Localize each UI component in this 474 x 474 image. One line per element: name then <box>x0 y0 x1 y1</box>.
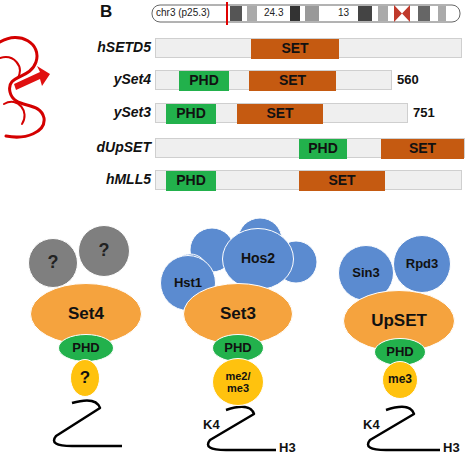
complex-subunit: Rpd3 <box>393 235 451 293</box>
node-label: Set4 <box>68 305 104 324</box>
band-label: chr3 (p25.3) <box>156 7 210 18</box>
node-label: SET <box>279 73 306 88</box>
node-label: me3 <box>388 373 412 386</box>
node-label: Sin3 <box>352 266 379 280</box>
residue-label: K4 <box>203 417 220 432</box>
protein-name: ySet3 <box>114 105 151 120</box>
histone-tail <box>54 400 440 450</box>
complex-subunit <box>172 218 317 290</box>
set-domain: SET <box>249 71 336 91</box>
shape-fill <box>29 239 78 288</box>
residue-label: K4 <box>363 417 380 432</box>
phd-domain: PHD <box>166 104 216 124</box>
node-label: SET <box>328 173 355 188</box>
complex-subunit: Hos2 <box>222 228 294 290</box>
protein-name: hSETD5 <box>97 40 151 55</box>
panel-letter: B <box>100 2 112 22</box>
set-domain: SET <box>381 139 464 159</box>
node-label: PHD <box>189 73 219 88</box>
protein-bar: hMLL5PHDSET <box>155 170 462 190</box>
node-label: SET <box>266 106 293 121</box>
node-label: PHD <box>308 141 338 156</box>
shape-fill <box>394 236 451 293</box>
phd-finger: PHD <box>58 334 114 362</box>
protein-name: dUpSET <box>97 140 151 155</box>
chromosome-ideogram <box>152 2 460 25</box>
unknown-subunit: ? <box>78 225 130 277</box>
node-label: Rpd3 <box>406 257 439 271</box>
protein-bar: ySet3PHDSET <box>155 103 408 123</box>
methyl-mark: me3 <box>382 361 418 399</box>
node-label: PHD <box>176 173 206 188</box>
set-domain: SET <box>237 104 323 124</box>
protein-ribbon <box>0 38 44 138</box>
histone-label: H3 <box>443 440 460 455</box>
node-label: ? <box>48 253 59 273</box>
beta-strand-arrow <box>14 66 50 90</box>
shape-fill <box>213 359 264 406</box>
set-domain: SET <box>299 171 385 191</box>
node-label: PHD <box>72 341 99 355</box>
node-label: Hst1 <box>174 276 202 290</box>
node-label: PHD <box>224 341 251 355</box>
node-label: ? <box>80 369 90 388</box>
shape-fill <box>59 335 114 362</box>
node-label: SET <box>409 141 436 156</box>
node-label: SET <box>281 41 308 56</box>
shape-fill <box>223 229 294 290</box>
node-label: PHD <box>386 345 413 359</box>
protein-name: ySet4 <box>114 72 151 87</box>
residue-count: 751 <box>413 105 435 120</box>
phd-domain: PHD <box>299 139 347 159</box>
phd-domain: PHD <box>179 71 229 91</box>
shape-fill <box>79 226 130 277</box>
methyl-mark: me2/ me3 <box>212 358 264 406</box>
methyl-mark: ? <box>70 359 100 397</box>
protein-bar: ySet4PHDSET <box>155 70 392 90</box>
node-label: me2/ me3 <box>219 370 257 394</box>
phd-finger: PHD <box>212 334 264 362</box>
protein-name: hMLL5 <box>106 172 151 187</box>
node-label: UpSET <box>371 312 427 331</box>
shape-fill <box>213 335 264 362</box>
shape-fill <box>71 360 100 397</box>
band-label: 13 <box>338 7 349 18</box>
shape-fill <box>383 362 418 399</box>
node-label: ? <box>99 241 110 261</box>
phd-domain: PHD <box>166 171 216 191</box>
node-label: Set3 <box>220 305 256 324</box>
unknown-subunit: ? <box>28 238 78 288</box>
protein-bar: hSETD5SET <box>155 38 462 58</box>
residue-count: 560 <box>397 72 419 87</box>
band-label: 24.3 <box>264 7 283 18</box>
node-label: PHD <box>176 106 206 121</box>
set-domain: SET <box>251 39 339 59</box>
protein-bar: dUpSETPHDSET <box>155 138 465 158</box>
histone-label: H3 <box>279 440 296 455</box>
chromosome-band: chr3 (p25.3) 24.3 13 <box>152 5 460 22</box>
node-label: Hos2 <box>241 251 275 266</box>
